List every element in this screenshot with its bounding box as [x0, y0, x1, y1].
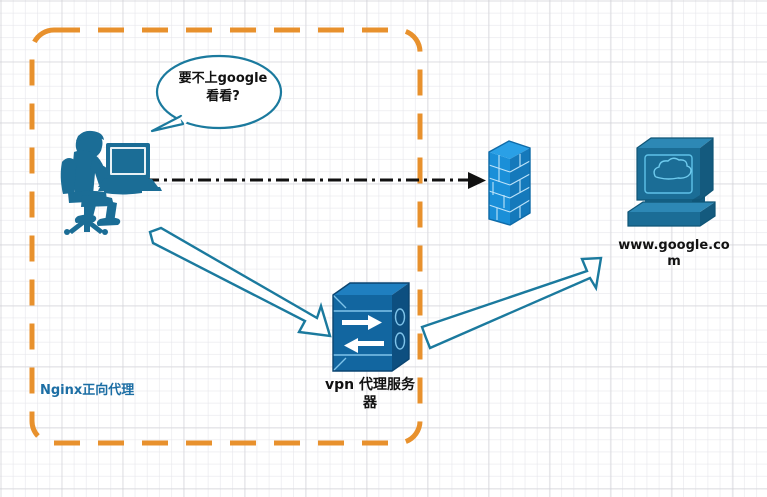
connector-user-to-vpn — [148, 226, 332, 338]
desktop-computer-icon — [627, 137, 716, 227]
user-speech-bubble — [150, 54, 283, 133]
brick-wall-firewall-icon — [488, 140, 531, 226]
google-url-label: www.google.co m — [618, 238, 730, 270]
user-monitor-icon — [98, 143, 162, 191]
router-server-icon — [332, 282, 410, 372]
nginx-zone-boundary — [29, 27, 423, 446]
speech-bubble-text: 要不上google 看看? — [178, 71, 268, 104]
nginx-zone-label: Nginx正向代理 — [40, 383, 135, 398]
connector-vpn-to-google — [420, 256, 603, 350]
vpn-proxy-label: vpn 代理服务 器 — [325, 377, 415, 411]
connector-user-to-firewall — [146, 172, 486, 189]
